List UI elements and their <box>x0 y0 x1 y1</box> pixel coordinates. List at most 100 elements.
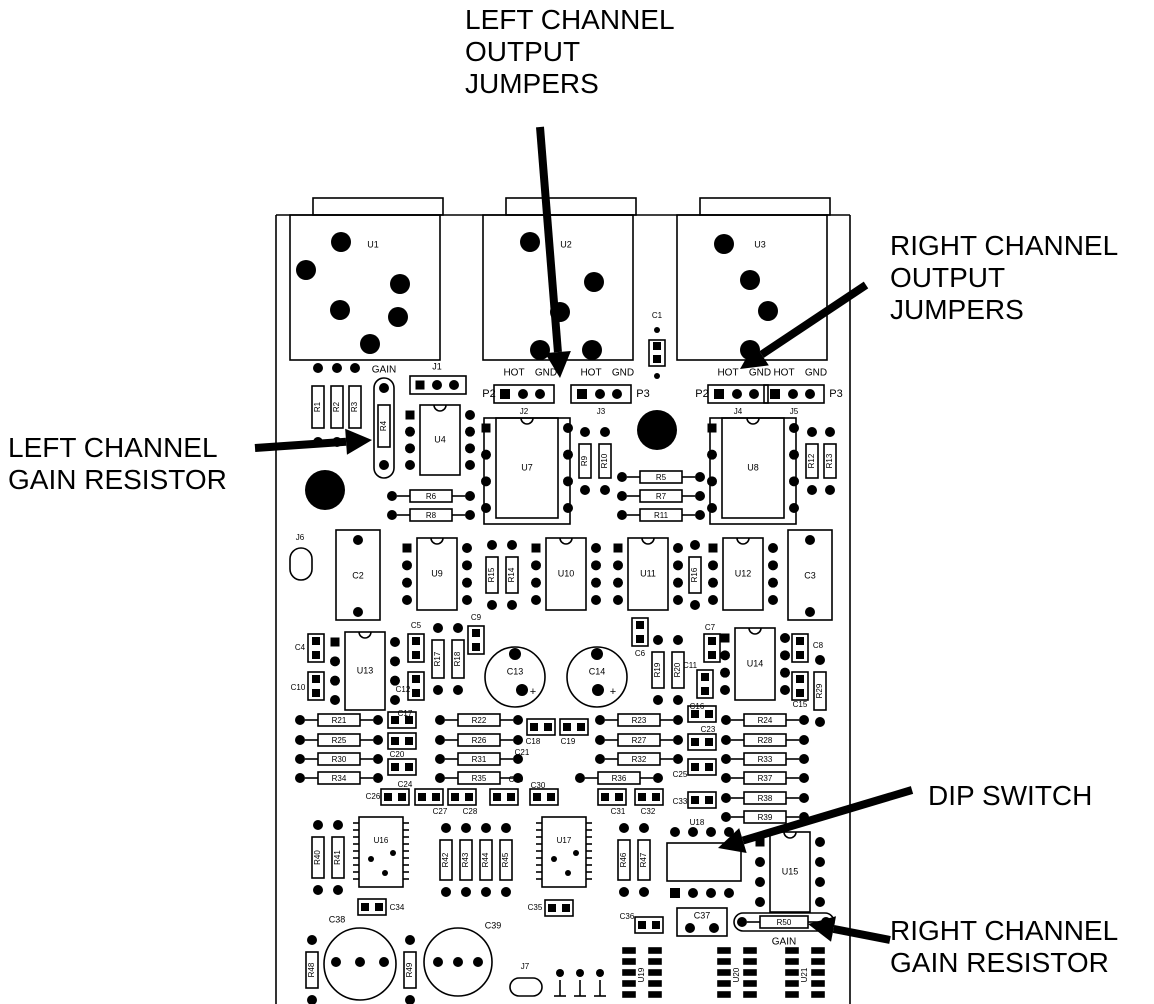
resistor-label: R45 <box>501 852 510 867</box>
ic-chip <box>545 537 587 611</box>
pad <box>815 857 825 867</box>
capacitor-label: C4 <box>295 643 306 652</box>
capacitor <box>407 633 425 663</box>
jumper-label: J2 <box>520 407 529 416</box>
pad <box>673 715 683 725</box>
pad-square <box>601 793 609 801</box>
capacitor <box>467 625 485 655</box>
pad <box>313 363 323 373</box>
pad <box>441 887 451 897</box>
resistor-body <box>688 556 702 594</box>
pad <box>513 773 523 783</box>
pad <box>737 917 747 927</box>
jumper-header <box>707 384 769 404</box>
pad <box>481 823 491 833</box>
pad <box>462 577 472 588</box>
capacitor-label: C28 <box>463 807 478 816</box>
ic-notch <box>358 631 372 639</box>
pad <box>592 684 604 696</box>
resistor-label: R32 <box>632 755 647 764</box>
ic-chip <box>734 627 776 701</box>
pad <box>789 449 799 460</box>
pad-square <box>755 837 765 847</box>
pad <box>405 426 415 437</box>
arrowhead <box>808 916 837 942</box>
pad <box>768 595 778 605</box>
p2-label: P2 <box>695 388 708 400</box>
pad <box>673 635 683 645</box>
capacitor <box>703 633 721 663</box>
resistor-body <box>598 443 612 479</box>
ic-notch <box>641 537 655 545</box>
pad <box>435 715 445 725</box>
resistor-body <box>639 489 683 503</box>
ic-chip <box>416 537 458 611</box>
pad <box>613 577 623 588</box>
capacitor-label: C20 <box>390 750 405 759</box>
resistor-label: R2 <box>332 401 341 412</box>
pad <box>433 685 443 695</box>
pad <box>432 380 442 390</box>
pad <box>673 595 683 605</box>
pad-square <box>708 543 718 553</box>
pad <box>673 735 683 745</box>
pad <box>724 888 734 898</box>
resistor-label: R18 <box>453 651 462 666</box>
capacitor <box>414 788 444 806</box>
resistor-body <box>743 810 787 824</box>
pad <box>596 969 604 977</box>
pad <box>670 827 680 837</box>
resistor-label: R34 <box>332 774 347 783</box>
arrowhead <box>740 343 769 369</box>
pad <box>619 887 629 897</box>
resistor-body <box>479 839 493 881</box>
pad-square <box>796 637 804 645</box>
connector-pin <box>582 340 602 360</box>
pad <box>815 655 825 665</box>
pad-square <box>415 380 425 390</box>
jumper-label: J4 <box>734 407 743 416</box>
capacitor-label: C3 <box>804 570 816 580</box>
pad <box>465 426 475 437</box>
pad <box>653 635 663 645</box>
pad-square <box>312 651 320 659</box>
pad-square <box>636 621 644 629</box>
pad <box>307 995 317 1004</box>
pad <box>706 888 716 898</box>
left-gain-arrow <box>254 428 372 455</box>
pad <box>481 503 491 513</box>
pad <box>390 656 400 667</box>
pad <box>405 443 415 454</box>
pad-square <box>465 793 473 801</box>
capacitor-label: C36 <box>620 912 635 921</box>
pad <box>707 449 717 460</box>
ic-label: U17 <box>557 836 572 845</box>
connector-label: U3 <box>754 239 766 249</box>
pad <box>617 510 627 520</box>
arrowhead <box>718 828 747 854</box>
pad <box>591 595 601 605</box>
smt-pad <box>743 980 757 987</box>
resistor-label: R27 <box>632 736 647 745</box>
ic-label: U9 <box>431 568 443 578</box>
pad <box>405 460 415 470</box>
pad <box>563 423 573 433</box>
pad <box>780 685 790 695</box>
connector-pin <box>530 340 550 360</box>
resistor-body <box>499 839 513 881</box>
capacitor <box>791 633 809 663</box>
capacitor <box>357 898 387 916</box>
pad-square <box>615 793 623 801</box>
capacitor <box>447 788 477 806</box>
pad <box>462 595 472 605</box>
pad <box>600 427 610 437</box>
resistor-r4 <box>377 404 391 448</box>
smt-pad <box>622 991 636 998</box>
connector-pin <box>330 300 350 320</box>
polarity-mark: + <box>530 686 536 698</box>
resistor-label: R1 <box>313 401 322 412</box>
pad <box>595 715 605 725</box>
smt-pad <box>811 958 825 965</box>
pad-square <box>531 543 541 553</box>
pad-square <box>691 796 699 804</box>
